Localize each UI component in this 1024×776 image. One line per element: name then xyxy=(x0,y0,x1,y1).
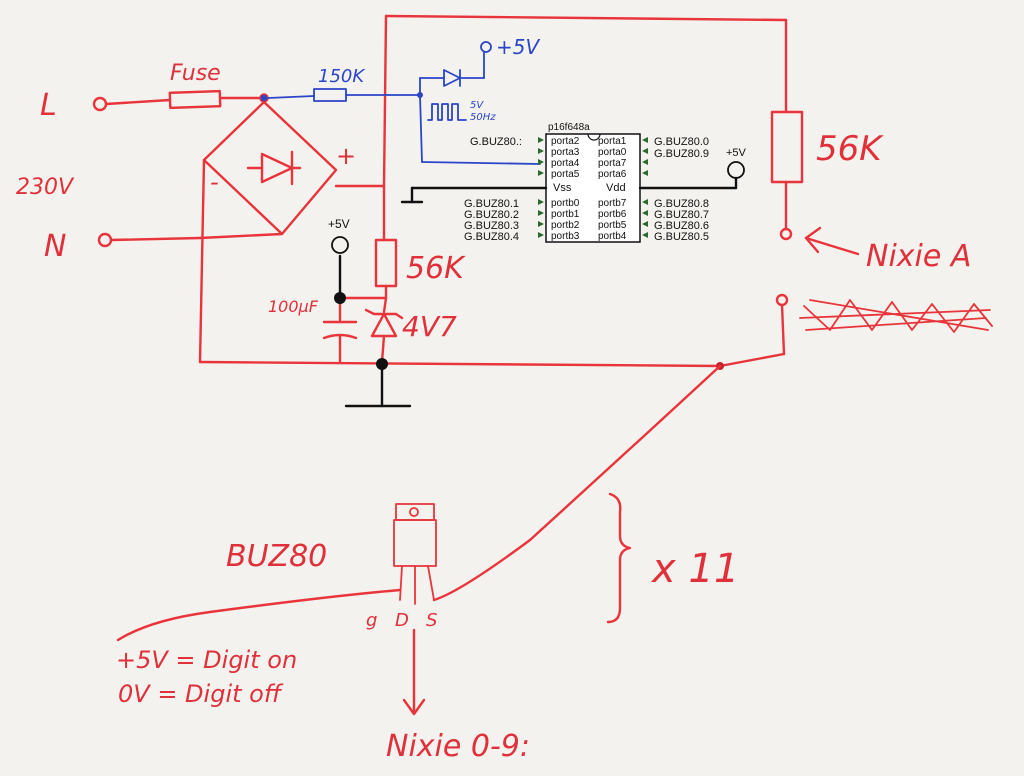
left-pin-arrow xyxy=(538,199,544,205)
bridge-plus-label: + xyxy=(336,142,356,170)
left-pin-arrow xyxy=(538,210,544,216)
left-pin-label: portb3 xyxy=(551,231,580,242)
pulse-frequency-label: 50Hz xyxy=(470,112,496,123)
right-resistor-label: 56K xyxy=(816,129,884,169)
gate-pin-label: g xyxy=(366,610,377,631)
plus5v-top-label: +5V xyxy=(496,35,540,59)
nixie-a-label: Nixie A xyxy=(866,239,971,274)
vdd-supply-label: +5V xyxy=(726,147,747,159)
right-pin-label: porta1 xyxy=(598,136,627,147)
right-pin-arrow xyxy=(642,148,648,154)
right-net-3: G.BUZ80.7 xyxy=(654,209,709,221)
mains-input xyxy=(92,89,284,248)
right-pin-arrow xyxy=(642,159,648,165)
right-net-4: G.BUZ80.6 xyxy=(654,220,709,232)
left-pin-arrow xyxy=(538,159,544,165)
mains-voltage-label: 230V xyxy=(16,175,75,200)
nixie-a-arrow xyxy=(804,226,860,256)
right-pin-label: porta0 xyxy=(598,147,627,158)
right-pin-arrow xyxy=(642,199,648,205)
zener-label: 4V7 xyxy=(402,310,457,343)
pulse-voltage-label: 5V xyxy=(470,100,484,111)
left-pin-label: porta2 xyxy=(551,136,580,147)
plus5v-left-label: +5V xyxy=(328,217,350,231)
left-pin-label: porta5 xyxy=(551,169,580,180)
left-pin-arrow xyxy=(538,232,544,238)
source-pin-label: S xyxy=(426,610,437,631)
left-pin-arrow xyxy=(538,137,544,143)
left-pin-arrow xyxy=(538,221,544,227)
mosfet-buz80 xyxy=(116,364,722,716)
neutral-label: N xyxy=(44,229,66,264)
left-pin-label: portb1 xyxy=(551,209,580,220)
count-label: x 11 xyxy=(650,546,739,592)
drain-pin-label: D xyxy=(395,610,409,631)
right-pin-arrow xyxy=(642,137,648,143)
left-net-2: G.BUZ80.2 xyxy=(464,209,519,221)
sense-network xyxy=(267,41,541,165)
left-net-1: G.BUZ80.1 xyxy=(464,198,519,210)
right-pin-arrow xyxy=(642,170,648,176)
right-pin-label: porta7 xyxy=(598,158,627,169)
plus5v-left-terminal xyxy=(331,236,349,254)
right-net-1: G.BUZ80.9 xyxy=(654,148,709,160)
right-pin-label: portb4 xyxy=(598,231,627,242)
left-pin-arrow xyxy=(538,148,544,154)
digit-off-note: 0V = Digit off xyxy=(118,680,284,708)
left-pin-label: portb2 xyxy=(551,220,580,231)
buz80-label: BUZ80 xyxy=(226,539,327,574)
right-pin-label: portb7 xyxy=(598,198,627,209)
right-net-5: G.BUZ80.5 xyxy=(654,231,709,243)
bridge-minus-label: - xyxy=(210,168,219,196)
right-pin-arrow xyxy=(642,221,648,227)
left-pin-label: portb0 xyxy=(551,198,580,209)
left-net-3: G.BUZ80.3 xyxy=(464,220,519,232)
vss-label: Vss xyxy=(553,182,572,194)
supply-loop xyxy=(198,14,804,370)
line-label: L xyxy=(40,88,57,123)
left-net-4: G.BUZ80.4 xyxy=(464,231,519,243)
right-net-0: G.BUZ80.0 xyxy=(654,136,709,148)
right-pin-arrow xyxy=(642,210,648,216)
right-pin-arrow xyxy=(642,232,648,238)
fuse-label: Fuse xyxy=(170,61,221,86)
right-pin-label: portb6 xyxy=(598,209,627,220)
microcontroller xyxy=(400,133,745,243)
left-net-0: G.BUZ80.: xyxy=(470,136,522,148)
left-pin-label: porta3 xyxy=(551,147,580,158)
crossed-out-note xyxy=(799,299,993,333)
middle-resistor-label: 56K xyxy=(406,251,466,286)
vdd-label: Vdd xyxy=(606,182,626,194)
bridge-rectifier xyxy=(198,100,386,364)
capacitor-label: 100µF xyxy=(268,297,319,316)
top-resistor-label: 150K xyxy=(318,66,365,87)
chip-pin-group: porta2porta3porta4porta5portb0portb1port… xyxy=(538,136,648,242)
right-pin-label: portb5 xyxy=(598,220,627,231)
left-pin-label: porta4 xyxy=(551,158,580,169)
chip-title: p16f648a xyxy=(548,122,590,133)
middle-section xyxy=(322,184,412,408)
left-pin-arrow xyxy=(538,170,544,176)
right-pin-label: porta6 xyxy=(598,169,627,180)
digit-on-note: +5V = Digit on xyxy=(116,646,297,674)
nixie-digits-label: Nixie 0-9: xyxy=(386,729,530,764)
right-net-2: G.BUZ80.8 xyxy=(654,198,709,210)
